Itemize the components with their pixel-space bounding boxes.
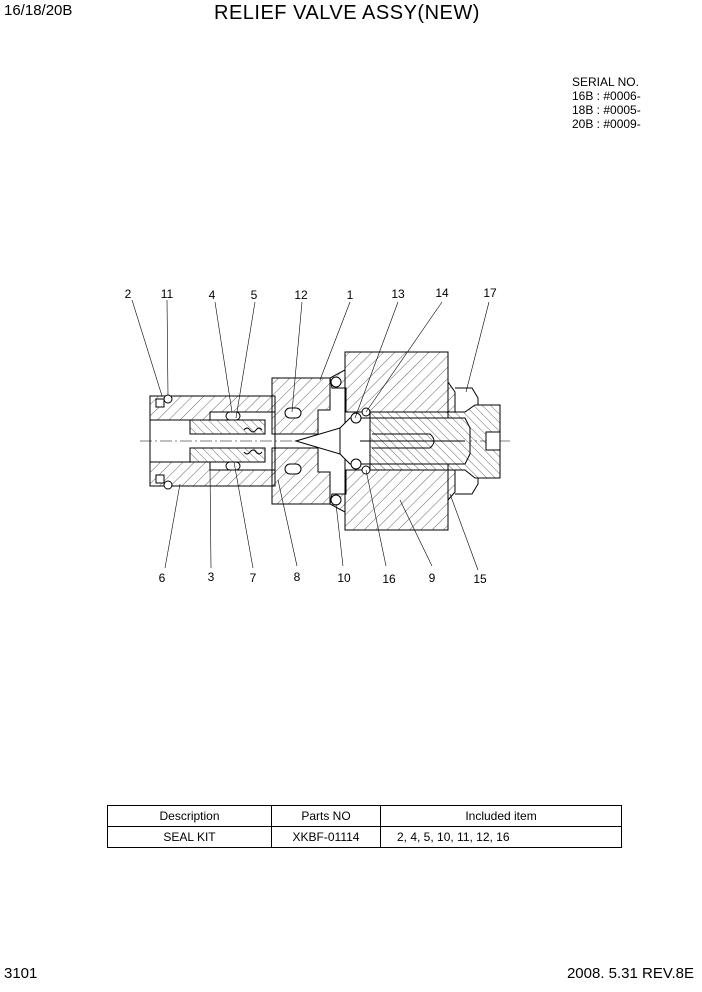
callout-number: 11	[161, 287, 174, 301]
callout-number: 6	[159, 571, 166, 585]
callout-number: 14	[435, 286, 449, 300]
callout-number: 15	[473, 572, 487, 586]
model-label: 16/18/20B	[4, 2, 73, 19]
callout-number: 7	[250, 571, 257, 585]
adjusting-sleeve	[149, 394, 276, 490]
table-cell: 2, 4, 5, 10, 11, 12, 16	[380, 826, 622, 848]
callout-number: 13	[391, 287, 405, 301]
seal-kit-table: Description Parts NO Included item SEAL …	[107, 805, 622, 848]
callout-number: 3	[208, 570, 215, 584]
table-row: SEAL KIT XKBF-01114 2, 4, 5, 10, 11, 12,…	[107, 826, 622, 848]
serial-block: SERIAL NO. 16B : #0006- 18B : #0005- 20B…	[572, 75, 641, 131]
serial-line: 16B : #0006-	[572, 89, 641, 103]
column-header: Description	[107, 805, 272, 827]
revision-date: 2008. 5.31 REV.8E	[566, 965, 694, 982]
leader-lines-bottom	[164, 461, 479, 571]
serial-line: 20B : #0009-	[572, 117, 641, 131]
callouts-bottom: 6 3 7 8 10 16 9 15	[159, 570, 487, 586]
callout-number: 2	[125, 287, 132, 301]
page-number: 3101	[4, 965, 38, 982]
callout-number: 4	[209, 288, 216, 302]
serial-line: 18B : #0005-	[572, 103, 641, 117]
callout-number: 5	[251, 288, 258, 302]
callouts-top: 2 11 4 5 12 1 13 14 17	[125, 286, 497, 302]
callout-number: 16	[382, 572, 396, 586]
column-header: Included item	[380, 805, 622, 827]
leader-lines-top	[131, 299, 490, 419]
table-header-row: Description Parts NO Included item	[107, 805, 622, 827]
callout-number: 10	[337, 571, 351, 585]
table-cell: XKBF-01114	[271, 826, 381, 848]
callout-number: 8	[294, 570, 301, 584]
o-rings	[330, 376, 371, 506]
table-cell: SEAL KIT	[107, 826, 272, 848]
column-header: Parts NO	[271, 805, 381, 827]
serial-label: SERIAL NO.	[572, 75, 639, 89]
end-plug	[369, 387, 501, 495]
poppet-guide	[189, 411, 266, 471]
page-title: RELIEF VALVE ASSY(NEW)	[214, 2, 480, 24]
valve-seat	[271, 377, 341, 505]
callout-number: 1	[347, 288, 354, 302]
valve-body	[329, 351, 456, 531]
callout-number: 17	[483, 286, 497, 300]
callout-number: 9	[429, 571, 436, 585]
callout-number: 12	[294, 288, 308, 302]
